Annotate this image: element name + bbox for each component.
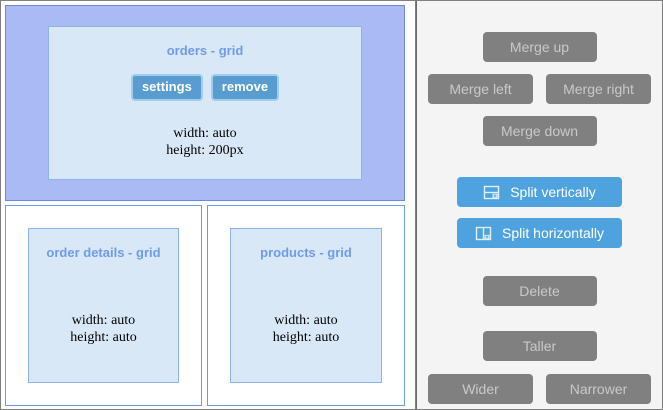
split-horizontally-button[interactable]: Split horizontally — [457, 218, 622, 248]
panel-orders-width: width: auto — [173, 126, 237, 141]
panel-products[interactable]: products - grid width: auto height: auto — [207, 205, 405, 406]
merge-right-button[interactable]: Merge right — [546, 74, 651, 104]
taller-button[interactable]: Taller — [482, 331, 597, 361]
merge-horizontal-row: Merge left Merge right — [417, 74, 662, 104]
merge-up-row: Merge up — [417, 32, 662, 62]
merge-down-row: Merge down — [417, 116, 662, 146]
merge-left-button[interactable]: Merge left — [428, 74, 533, 104]
layout-canvas: orders - grid settings remove width: aut… — [1, 1, 416, 409]
panel-order-details[interactable]: order details - grid width: auto height:… — [5, 205, 202, 406]
taller-row: Taller — [417, 331, 662, 361]
split-horizontally-row: Split horizontally — [417, 218, 662, 248]
delete-row: Delete — [417, 276, 662, 306]
panel-order-details-inner: order details - grid width: auto height:… — [28, 228, 179, 383]
panel-order-details-title: order details - grid — [46, 245, 161, 260]
narrower-button[interactable]: Narrower — [546, 374, 651, 404]
panel-products-meta: width: auto height: auto — [231, 312, 381, 346]
split-vertically-icon — [484, 185, 500, 199]
panel-products-title: products - grid — [260, 245, 352, 260]
panel-orders-actions: settings remove — [49, 74, 361, 101]
tool-sidebar: Merge up Merge left Merge right Merge do… — [416, 1, 662, 409]
wider-button[interactable]: Wider — [428, 374, 533, 404]
panel-order-details-meta: width: auto height: auto — [29, 312, 178, 346]
split-horizontally-label: Split horizontally — [502, 225, 604, 241]
settings-button[interactable]: settings — [130, 74, 203, 101]
merge-down-button[interactable]: Merge down — [482, 116, 597, 146]
split-vertically-row: Split vertically — [417, 177, 662, 207]
panel-orders-inner: orders - grid settings remove width: aut… — [48, 26, 362, 180]
panel-products-height: height: auto — [272, 330, 340, 345]
split-vertically-label: Split vertically — [510, 184, 596, 200]
split-vertically-button[interactable]: Split vertically — [457, 177, 622, 207]
panel-orders-height: height: 200px — [166, 143, 244, 158]
panel-orders[interactable]: orders - grid settings remove width: aut… — [5, 5, 405, 201]
wider-narrower-row: Wider Narrower — [417, 374, 662, 404]
panel-order-details-height: height: auto — [70, 330, 137, 345]
panel-orders-meta: width: auto height: 200px — [49, 125, 361, 159]
panel-order-details-width: width: auto — [71, 313, 136, 328]
remove-button[interactable]: remove — [210, 74, 280, 101]
panel-products-inner: products - grid width: auto height: auto — [230, 228, 382, 383]
merge-up-button[interactable]: Merge up — [482, 32, 597, 62]
split-horizontally-icon — [475, 226, 492, 240]
delete-button[interactable]: Delete — [482, 276, 597, 306]
panel-orders-title: orders - grid — [166, 43, 244, 58]
panel-products-width: width: auto — [274, 313, 338, 328]
